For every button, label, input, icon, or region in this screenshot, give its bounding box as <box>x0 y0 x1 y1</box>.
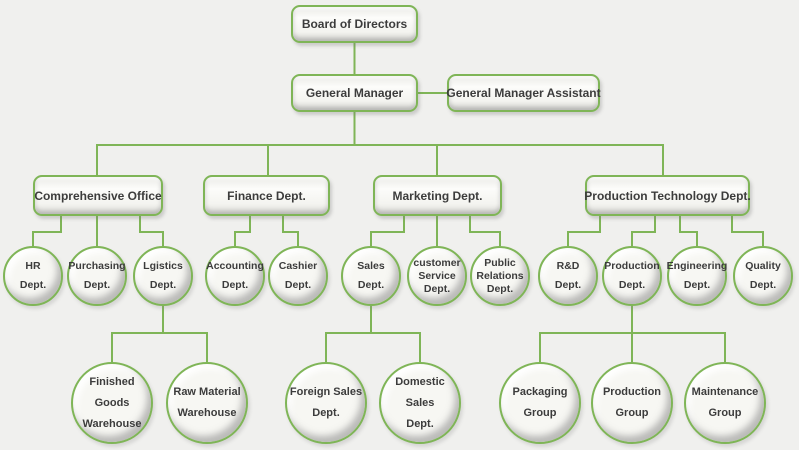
node-foreign-sales-dept: Foreign Sales Dept. <box>285 362 367 444</box>
connector-marketing-sales <box>370 216 405 246</box>
node-label-line: Cashier <box>278 260 318 272</box>
node-label-line: Production <box>604 260 660 272</box>
node-label-line: R&D <box>556 260 580 272</box>
node-label-line: Dept. <box>406 417 434 430</box>
node-cashier-dept: Cashier Dept. <box>268 246 328 306</box>
node-comprehensive-office: Comprehensive Office <box>33 175 163 216</box>
node-label-line: Group <box>523 407 557 419</box>
node-production-group: Production Group <box>591 362 673 444</box>
node-general-manager: General Manager <box>291 74 418 112</box>
node-label-line: Raw Material <box>173 386 241 398</box>
node-label-line: Dept. <box>554 279 582 291</box>
node-label-line: Accounting <box>206 260 264 272</box>
node-label-line: Purchasing <box>68 260 126 272</box>
node-raw-material-warehouse: Raw Material Warehouse <box>166 362 248 444</box>
node-label-line: Dept. <box>357 279 385 291</box>
node-label-line: Foreign Sales <box>289 386 363 398</box>
node-label-line: Warehouse <box>82 417 142 430</box>
node-label-line: Dept. <box>83 279 111 291</box>
node-label-line: Engineering <box>666 260 728 272</box>
node-label-line: Public <box>484 256 516 269</box>
node-quality-dept: Quality Dept. <box>733 246 793 306</box>
node-label-line: Dept. <box>19 279 47 291</box>
node-production-technology-dept: Production Technology Dept. <box>584 175 751 216</box>
node-label-line: Dept. <box>284 279 312 291</box>
connector-pt-production <box>631 216 656 246</box>
node-engineering-dept: Engineering Dept. <box>667 246 727 306</box>
node-board-of-directors: Board of Directors <box>291 5 418 43</box>
connector-groups-branch <box>539 332 726 362</box>
connector-office-lgistics <box>139 216 164 246</box>
node-label-line: Group <box>615 407 649 419</box>
node-label-line: Dept. <box>486 282 514 295</box>
node-label-line: customer <box>413 256 461 269</box>
node-hr-dept: HR Dept. <box>3 246 63 306</box>
connector-sales-branch <box>325 332 421 362</box>
connector-pt-engineering <box>679 216 698 246</box>
node-maintenance-group: Maintenance Group <box>684 362 766 444</box>
node-label-line: Production <box>602 386 662 398</box>
node-marketing-dept: Marketing Dept. <box>373 175 502 216</box>
node-label-line: Finished Goods <box>89 375 135 409</box>
node-label-line: Service <box>418 269 456 282</box>
node-label-line: Dept. <box>749 279 777 291</box>
node-accounting-dept: Accounting Dept. <box>205 246 265 306</box>
node-packaging-group: Packaging Group <box>499 362 581 444</box>
node-finance-dept: Finance Dept. <box>203 175 330 216</box>
node-lgistics-dept: Lgistics Dept. <box>133 246 193 306</box>
node-label-line: Quality <box>745 260 781 272</box>
connector-marketing-public-relations <box>469 216 501 246</box>
node-label-line: HR <box>25 260 41 272</box>
connector-warehouses-branch <box>111 332 208 362</box>
node-label-line: Group <box>708 407 742 419</box>
node-label-line: Dept. <box>618 279 646 291</box>
node-label-line: Dept. <box>423 282 451 295</box>
node-rd-dept: R&D Dept. <box>538 246 598 306</box>
node-label-line: Sales <box>357 260 385 272</box>
node-label-line: Lgistics <box>143 260 183 272</box>
node-label-line: Packaging <box>512 386 568 398</box>
connector-finance-accounting <box>234 216 251 246</box>
node-label-line: Maintenance <box>691 386 759 398</box>
connector-pt-rd <box>567 216 601 246</box>
node-label-line: Warehouse <box>177 407 237 419</box>
node-public-relations-dept: Public Relations Dept. <box>470 246 530 306</box>
node-label-line: Dept. <box>149 279 177 291</box>
node-label-line: Dept. <box>312 407 340 419</box>
connector-pt-quality <box>731 216 764 246</box>
node-customer-service-dept: customer Service Dept. <box>407 246 467 306</box>
node-production-dept: Production Dept. <box>602 246 662 306</box>
node-label-line: Domestic Sales <box>395 375 445 409</box>
node-label-line: Dept. <box>221 279 249 291</box>
node-label-line: Relations <box>476 269 524 282</box>
node-sales-dept: Sales Dept. <box>341 246 401 306</box>
node-domestic-sales-dept: Domestic Sales Dept. <box>379 362 461 444</box>
node-general-manager-assistant: General Manager Assistant <box>446 74 601 112</box>
connector-office-hr <box>32 216 62 246</box>
node-purchasing-dept: Purchasing Dept. <box>67 246 127 306</box>
connector-finance-cashier <box>282 216 299 246</box>
connector-gm-distribution <box>96 144 664 175</box>
node-finished-goods-warehouse: Finished Goods Warehouse <box>71 362 153 444</box>
node-label-line: Dept. <box>683 279 711 291</box>
